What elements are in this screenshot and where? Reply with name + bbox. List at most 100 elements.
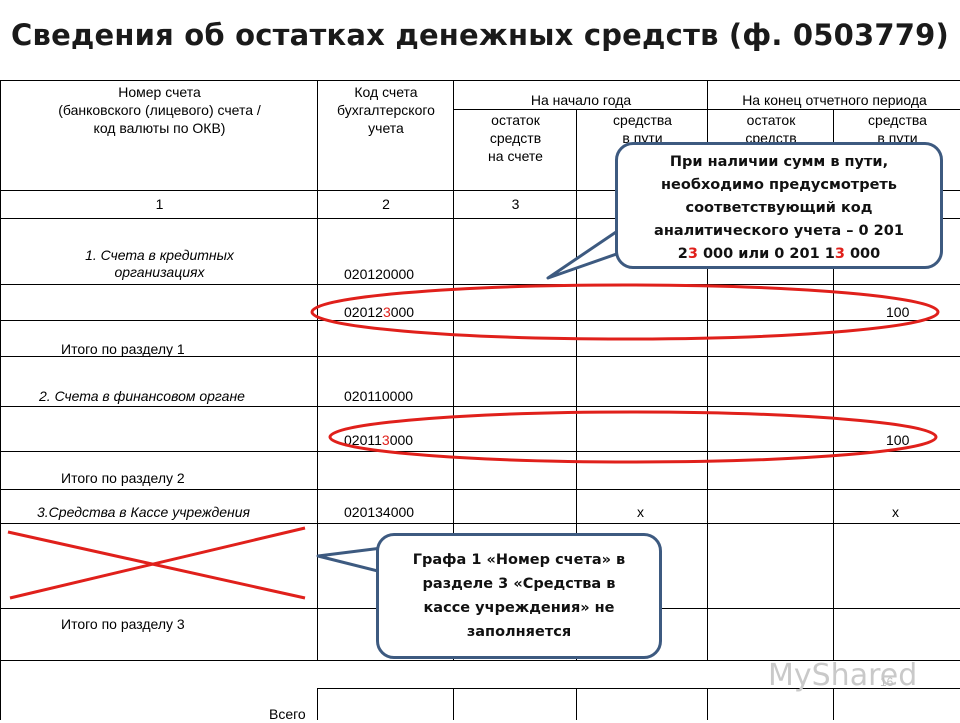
table-cell	[707, 608, 833, 660]
table-cell	[707, 688, 833, 720]
header-account-code: Код счета бухгалтерского учета	[317, 80, 453, 190]
header-text: остаток	[746, 112, 796, 128]
table-row-label: 1. Счета в кредитных организациях	[0, 218, 317, 284]
code-part: 000	[390, 304, 415, 320]
callout-text-highlight: 3	[687, 246, 698, 262]
table-cell	[833, 608, 960, 660]
header-text: учета	[368, 120, 404, 136]
callout-text: разделе 3 «Средства в	[422, 576, 616, 592]
table-row-label: 3.Средства в Кассе учреждения	[0, 489, 317, 523]
cell-value: x	[892, 504, 899, 520]
callout-text: 000	[844, 246, 881, 262]
table-cell	[317, 688, 453, 720]
callout-text: Графа 1 «Номер счета» в	[412, 552, 626, 568]
table-cell	[453, 284, 576, 320]
slide-title: Сведения об остатках денежных средств (ф…	[11, 18, 949, 52]
header-text: код валюты по ОКВ)	[93, 120, 226, 136]
row-code-text: 020123000	[344, 304, 414, 321]
callout-text: соответствующий код	[685, 200, 873, 216]
table-cell	[707, 406, 833, 451]
table-cell	[707, 489, 833, 523]
header-account-number: Номер счета (банковского (лицевого) счет…	[0, 80, 317, 190]
code-part-highlight: 3	[382, 304, 391, 320]
table-cell	[453, 356, 576, 406]
table-row-label: Итого по разделу 2	[0, 451, 317, 489]
row-code-text: 020110000	[344, 388, 414, 404]
table-cell	[0, 284, 317, 320]
table-cell	[453, 320, 576, 356]
table-cell	[317, 451, 453, 489]
table-row-label: Итого по разделу 3	[0, 608, 317, 660]
column-number-text: 3	[511, 196, 520, 212]
header-text: средства	[868, 112, 927, 128]
row-label-text: организациях	[114, 264, 205, 280]
header-text: средств	[489, 130, 542, 146]
table-cell-crossed	[0, 523, 317, 608]
table-cell	[453, 218, 576, 284]
table-cell	[707, 451, 833, 489]
callout-text-line: 23 000 или 0 201 13 000	[618, 243, 940, 266]
table-cell	[453, 406, 576, 451]
table-row-code: 020120000	[317, 218, 453, 284]
table-cell	[317, 320, 453, 356]
cell-value: x	[637, 504, 644, 520]
row-code-text: 020120000	[344, 266, 415, 282]
table-row-label: Всего	[0, 688, 317, 722]
header-text: на счете	[488, 148, 543, 164]
table-cell	[707, 356, 833, 406]
table-cell	[576, 451, 707, 489]
table-cell	[453, 451, 576, 489]
row-label-text: Итого по разделу 3	[61, 616, 185, 632]
cell-value: 100	[886, 432, 910, 448]
watermark-logo: MyShared	[768, 658, 938, 698]
table-row-code: 020110000	[317, 356, 453, 406]
callout-text: При наличии сумм в пути,	[669, 154, 889, 170]
column-number-text: 2	[382, 196, 390, 212]
table-row-label: 2. Счета в финансовом органе	[0, 356, 317, 406]
callout-text: необходимо предусмотреть	[661, 177, 897, 193]
callout-text-highlight: 3	[834, 246, 845, 262]
table-row-code: 020113000	[317, 406, 453, 451]
header-balance: остаток средств на счете	[453, 109, 576, 190]
page-number: 16	[880, 675, 894, 689]
header-end-period: На конец отчетного периода	[707, 80, 960, 109]
header-text: (банковского (лицевого) счета /	[58, 102, 261, 118]
row-label-text: Итого по разделу 2	[61, 470, 185, 486]
code-part: 000	[389, 432, 414, 448]
table-cell	[0, 660, 960, 688]
header-text: На конец отчетного периода	[742, 92, 927, 108]
callout-text: кассе учреждения» не	[423, 600, 615, 616]
callout-in-transit: При наличии сумм в пути, необходимо пред…	[615, 142, 943, 269]
table-cell: 100	[833, 406, 960, 451]
table-cell	[0, 406, 317, 451]
table-cell: 100	[833, 284, 960, 320]
table-row-label: Итого по разделу 1	[0, 320, 317, 357]
table-cell	[833, 523, 960, 608]
table-cell	[833, 451, 960, 489]
column-number: 2	[317, 190, 453, 218]
cell-value: 100	[886, 304, 910, 320]
row-label-text: 3.Средства в Кассе учреждения	[37, 504, 250, 520]
table-cell	[576, 284, 707, 320]
table-cell: x	[833, 489, 960, 523]
header-text: Код счета	[354, 84, 418, 100]
header-text: остаток	[491, 112, 540, 128]
table-cell: x	[576, 489, 707, 523]
callout-text: 2	[677, 246, 688, 262]
header-text: На начало года	[530, 92, 632, 108]
table-row-code: 020123000	[317, 284, 453, 320]
table-cell	[707, 523, 833, 608]
column-number: 1	[0, 190, 317, 218]
row-label-text: 1. Счета в кредитных	[85, 247, 234, 263]
row-code-text: 020113000	[344, 432, 413, 449]
table-cell	[707, 320, 833, 356]
table-cell	[576, 688, 707, 720]
table-cell	[833, 356, 960, 406]
code-part: 02011	[344, 432, 382, 448]
header-begin-year: На начало года	[453, 80, 707, 109]
table-row-code: 020134000	[317, 489, 453, 523]
code-part: 02012	[344, 304, 383, 320]
row-code-text: 020134000	[344, 504, 415, 520]
column-number-text: 1	[155, 196, 164, 212]
table-cell	[453, 489, 576, 523]
